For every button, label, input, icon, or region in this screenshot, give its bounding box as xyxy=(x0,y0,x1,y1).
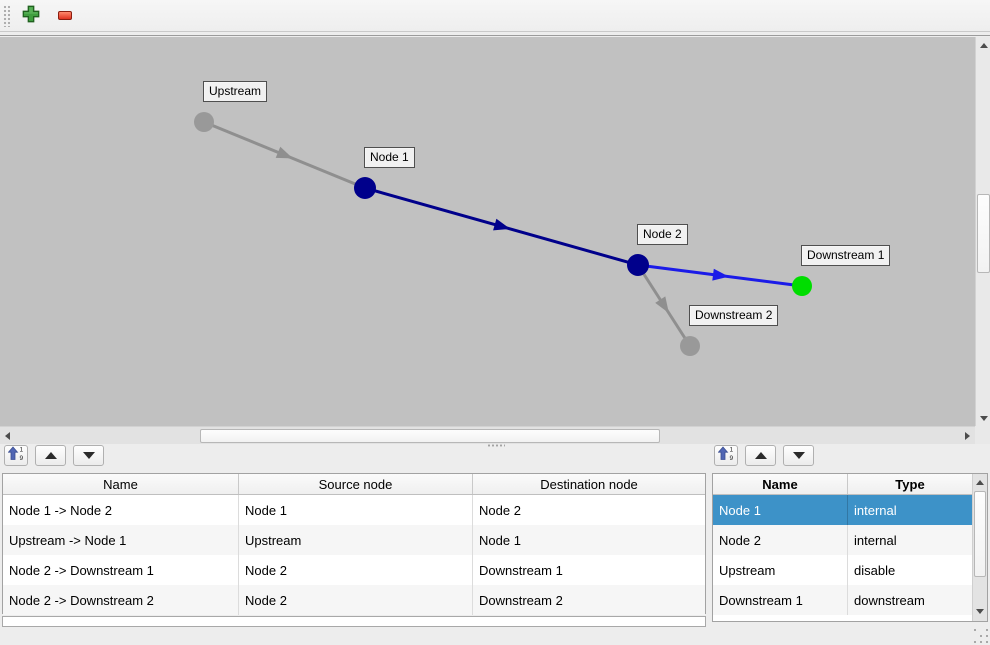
graph-node-downstream2[interactable] xyxy=(680,336,700,356)
cell-source: Node 2 xyxy=(239,585,473,615)
scroll-left-button[interactable] xyxy=(0,427,15,444)
plus-icon xyxy=(22,5,40,26)
cell-name: Node 2 -> Downstream 2 xyxy=(3,585,239,615)
graph-node-upstream[interactable] xyxy=(194,112,214,132)
svg-text:9: 9 xyxy=(729,455,733,461)
cell-name: Node 1 xyxy=(713,495,848,525)
move-up-button[interactable] xyxy=(35,444,66,466)
add-button[interactable] xyxy=(18,3,44,29)
svg-text:1: 1 xyxy=(729,447,733,454)
scroll-up-button[interactable] xyxy=(976,37,990,53)
sort-button[interactable]: 1 9 xyxy=(4,444,28,466)
node-label-node1: Node 1 xyxy=(364,147,415,168)
node-table-row[interactable]: Node 2 internal xyxy=(713,525,972,555)
edge-arrow-icon xyxy=(493,218,511,231)
node-table-vertical-scrollbar[interactable] xyxy=(972,474,987,621)
cell-source: Node 1 xyxy=(239,495,473,525)
cell-name: Node 2 xyxy=(713,525,848,555)
scrollbar-corner xyxy=(975,426,990,444)
scroll-down-button[interactable] xyxy=(973,603,987,619)
scroll-up-button[interactable] xyxy=(973,474,987,490)
sort-ascending-icon: 1 9 xyxy=(7,446,25,464)
canvas-vertical-scrollbar[interactable] xyxy=(975,37,990,426)
remove-button[interactable] xyxy=(52,3,78,29)
arrow-up-icon xyxy=(754,451,767,459)
cell-name: Downstream 1 xyxy=(713,585,848,615)
column-header-type[interactable]: Type xyxy=(895,476,925,492)
arrow-up-icon xyxy=(44,451,57,459)
vscroll-thumb[interactable] xyxy=(977,194,990,273)
node-table-header: Name Type xyxy=(713,474,972,495)
splitter-grip-icon xyxy=(487,444,505,447)
cell-name: Node 2 -> Downstream 1 xyxy=(3,555,239,585)
edge-table-row[interactable]: Node 2 -> Downstream 1 Node 2 Downstream… xyxy=(3,555,705,585)
cell-name: Upstream xyxy=(713,555,848,585)
edge-table-row[interactable]: Node 1 -> Node 2 Node 1 Node 2 xyxy=(3,495,705,525)
arrow-down-icon xyxy=(792,451,805,459)
edge-pane-toolbar: 1 9 xyxy=(2,444,706,466)
node-table: Name Type Node 1 internal Node 2 interna… xyxy=(712,473,988,622)
toolbar-grip-icon[interactable] xyxy=(3,4,10,27)
arrow-down-icon xyxy=(82,451,95,459)
scroll-right-button[interactable] xyxy=(960,427,975,444)
node-label-downstream1: Downstream 1 xyxy=(801,245,891,266)
sort-ascending-icon: 1 9 xyxy=(717,446,735,464)
cell-type: disable xyxy=(854,562,896,578)
cell-source: Upstream xyxy=(239,525,473,555)
graph-node-node1[interactable] xyxy=(354,177,376,199)
edge-table: Name Source node Destination node Node 1… xyxy=(2,473,706,615)
svg-text:9: 9 xyxy=(19,455,23,461)
cell-name: Upstream -> Node 1 xyxy=(3,525,239,555)
cell-type: internal xyxy=(854,502,897,518)
column-header-destination-node[interactable]: Destination node xyxy=(540,476,638,492)
scroll-down-button[interactable] xyxy=(976,410,990,426)
cell-destination: Downstream 2 xyxy=(479,592,563,608)
cell-destination: Node 2 xyxy=(479,502,521,518)
main-toolbar xyxy=(0,0,990,32)
graph-node-node2[interactable] xyxy=(627,254,649,276)
edge-arrow-icon xyxy=(712,268,729,281)
node-table-row[interactable]: Downstream 1 downstream xyxy=(713,585,972,615)
node-label-node2: Node 2 xyxy=(637,224,688,245)
move-up-button[interactable] xyxy=(745,444,776,466)
cell-type: downstream xyxy=(854,592,925,608)
svg-text:1: 1 xyxy=(19,447,23,454)
hscroll-thumb[interactable] xyxy=(200,429,660,443)
edge-pane: 1 9 Name Source node Destination node No… xyxy=(2,444,706,627)
cell-destination: Downstream 1 xyxy=(479,562,563,578)
column-header-name[interactable]: Name xyxy=(713,474,848,494)
edge-arrow-icon xyxy=(275,146,293,159)
sort-button[interactable]: 1 9 xyxy=(714,444,738,466)
cell-type: internal xyxy=(854,532,897,548)
edge-table-header: Name Source node Destination node xyxy=(3,474,705,495)
minus-icon xyxy=(58,11,72,20)
node-pane-toolbar: 1 9 xyxy=(712,444,988,466)
edge-table-row[interactable]: Upstream -> Node 1 Upstream Node 1 xyxy=(3,525,705,555)
node-table-row[interactable]: Upstream disable xyxy=(713,555,972,585)
node-label-upstream: Upstream xyxy=(203,81,268,102)
cell-source: Node 2 xyxy=(239,555,473,585)
move-down-button[interactable] xyxy=(783,444,814,466)
cell-destination: Node 1 xyxy=(479,532,521,548)
graph-node-downstream1[interactable] xyxy=(792,276,812,296)
cell-name: Node 1 -> Node 2 xyxy=(3,495,239,525)
node-table-row-selected[interactable]: Node 1 internal xyxy=(713,495,972,525)
pane-splitter[interactable] xyxy=(0,443,990,447)
move-down-button[interactable] xyxy=(73,444,104,466)
column-header-name[interactable]: Name xyxy=(3,474,239,494)
node-pane: 1 9 Name Type Node 1 internal xyxy=(712,444,988,622)
vscroll-thumb[interactable] xyxy=(974,491,986,577)
canvas-horizontal-scrollbar[interactable] xyxy=(0,426,975,444)
node-label-downstream2: Downstream 2 xyxy=(689,305,779,326)
window-resize-grip-icon[interactable] xyxy=(974,629,988,643)
edge-table-horizontal-scrollbar[interactable] xyxy=(2,616,706,627)
column-header-source-node[interactable]: Source node xyxy=(239,474,473,494)
edge-table-row[interactable]: Node 2 -> Downstream 2 Node 2 Downstream… xyxy=(3,585,705,615)
edge-arrow-icon xyxy=(655,296,669,314)
